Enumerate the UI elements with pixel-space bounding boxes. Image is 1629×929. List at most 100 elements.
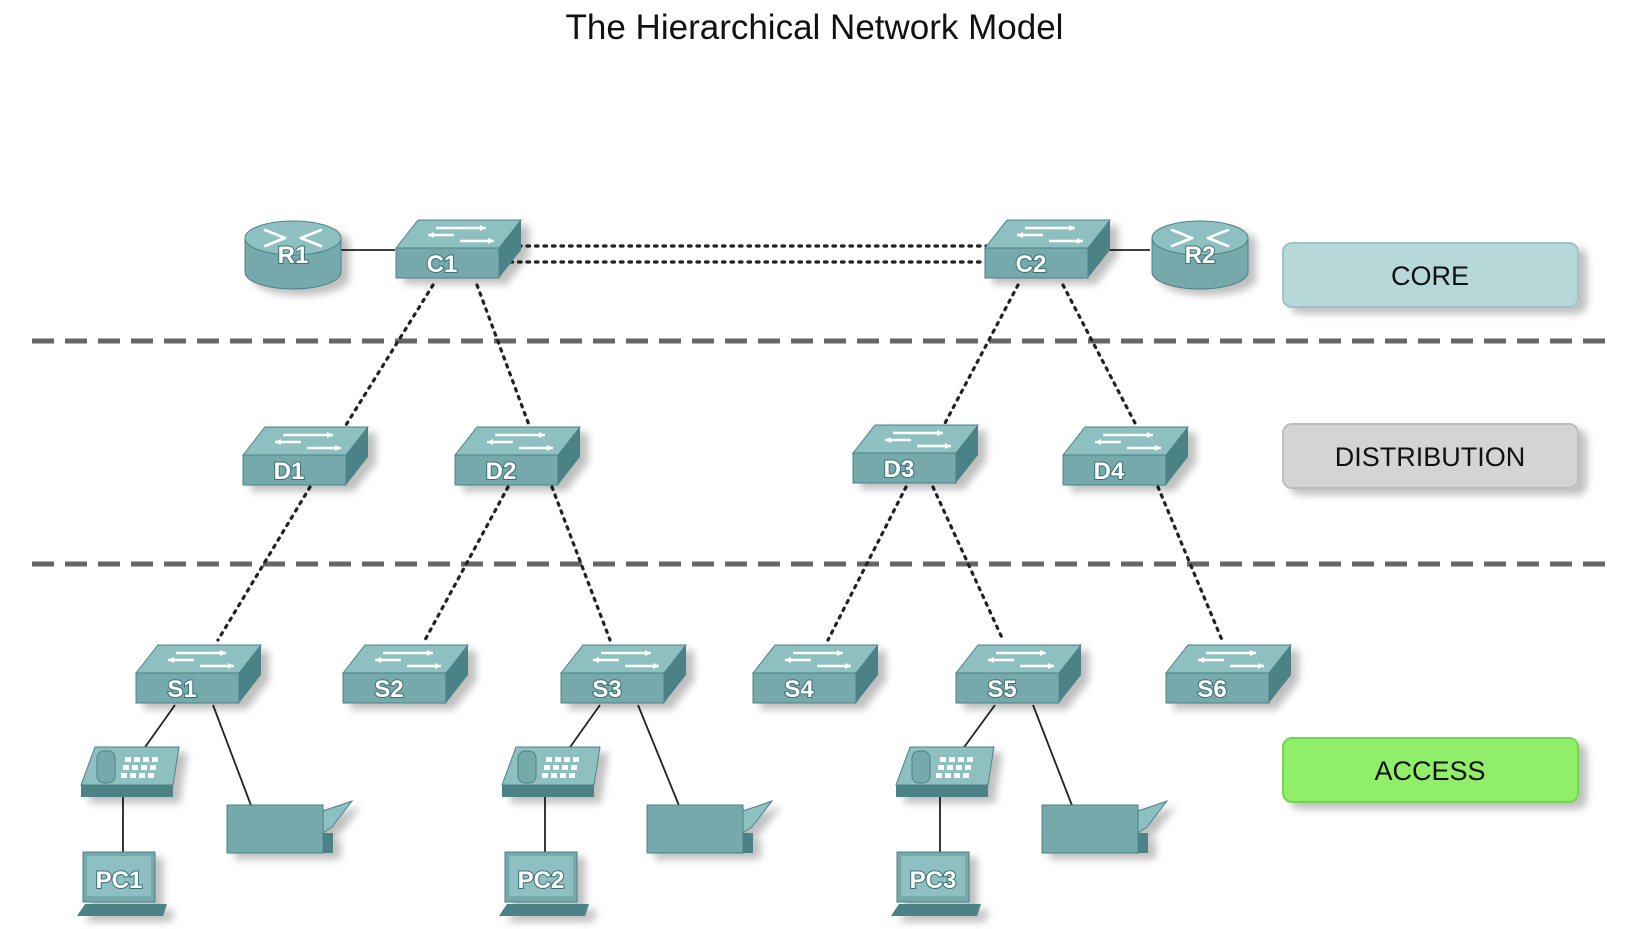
switch-s2[interactable]: S2 <box>341 644 470 704</box>
link-c1-c2 <box>508 244 992 264</box>
switch-s6-label: S6 <box>1197 676 1226 703</box>
printer-2[interactable] <box>646 799 774 854</box>
switch-s1-top <box>134 644 263 674</box>
switch-s6-top <box>1164 644 1293 674</box>
layer-access-label: ACCESS <box>1374 756 1485 786</box>
switch-s5-side <box>1059 645 1081 703</box>
router-r1[interactable]: R1 <box>244 220 342 290</box>
layer-distribution-label: DISTRIBUTION <box>1335 442 1526 472</box>
layer-access: ACCESS <box>1282 737 1579 803</box>
link-c2-d4 <box>1061 283 1138 427</box>
printer-3-body <box>1041 804 1139 854</box>
diagram-title: The Hierarchical Network Model <box>565 8 1064 47</box>
printer-1[interactable] <box>226 799 354 854</box>
switch-d2-arrows-icon <box>487 432 553 451</box>
switch-d3-arrows-icon <box>885 430 951 449</box>
switch-c2-top <box>983 219 1112 249</box>
switch-c1-front <box>395 247 500 279</box>
router-r1-label: R1 <box>278 242 309 269</box>
switch-s5-front <box>955 672 1060 704</box>
switch-c2-arrows-icon <box>1017 225 1083 244</box>
switch-d2-label: D2 <box>486 458 517 485</box>
switch-c1[interactable]: C1 <box>394 219 523 279</box>
router-r2[interactable]: R2 <box>1151 220 1249 290</box>
switch-s4[interactable]: S4 <box>751 644 880 704</box>
link-c1-d1 <box>344 283 435 427</box>
switch-d4-arrows-icon <box>1095 432 1161 451</box>
ip-phone-3-handset <box>911 750 931 784</box>
pc-pc3-keyboard <box>891 904 981 916</box>
switch-s2-label: S2 <box>374 676 403 703</box>
switch-s3-label: S3 <box>592 676 621 703</box>
switch-d3-top <box>851 424 980 454</box>
printer-1-body <box>226 804 324 854</box>
link-d4-s6 <box>1156 485 1224 642</box>
switch-d1-label: D1 <box>274 458 305 485</box>
switch-s2-top <box>341 644 470 674</box>
pc-pc3-screen <box>901 856 965 896</box>
printer-2-side <box>743 833 753 853</box>
switch-s4-side <box>856 645 878 703</box>
switch-d4[interactable]: D4 <box>1061 426 1190 486</box>
switch-s2-arrows-icon <box>375 650 441 669</box>
pc-pc2[interactable]: PC2 <box>499 851 589 916</box>
switch-d4-side <box>1166 427 1188 485</box>
switch-c1-label: C1 <box>427 251 458 278</box>
link-d2-s2 <box>423 485 510 642</box>
ip-phone-3[interactable] <box>895 746 995 797</box>
ip-phone-3-top <box>895 746 995 786</box>
switch-s4-front <box>752 672 857 704</box>
switch-s1-front <box>135 672 240 704</box>
switch-c2[interactable]: C2 <box>983 219 1112 279</box>
switch-d1-front <box>242 454 347 486</box>
pc-pc1-label: PC1 <box>96 867 143 894</box>
switch-s3-side <box>664 645 686 703</box>
switch-s3-top <box>559 644 688 674</box>
link-d2-s3 <box>550 485 612 642</box>
pc-pc3[interactable]: PC3 <box>891 851 981 916</box>
switch-d2[interactable]: D2 <box>453 426 582 486</box>
router-r1-top <box>244 220 342 256</box>
switch-s6[interactable]: S6 <box>1164 644 1293 704</box>
ip-phone-2-handset <box>517 750 537 784</box>
ip-phone-1[interactable] <box>80 746 180 797</box>
printer-3[interactable] <box>1041 799 1169 854</box>
switch-s1[interactable]: S1 <box>134 644 263 704</box>
pc-pc1-keyboard <box>77 904 167 916</box>
switch-s5[interactable]: S5 <box>954 644 1083 704</box>
switch-d1[interactable]: D1 <box>241 426 370 486</box>
ip-phone-2-base <box>502 785 594 797</box>
layer-access-box <box>1282 737 1579 803</box>
switch-d3[interactable]: D3 <box>851 424 980 484</box>
printer-2-tray <box>742 799 774 834</box>
layer-distribution: DISTRIBUTION <box>1282 423 1579 489</box>
switch-s1-side <box>239 645 261 703</box>
switch-d3-front <box>852 452 957 484</box>
pc-pc1[interactable]: PC1 <box>77 851 167 916</box>
switch-s6-arrows-icon <box>1198 650 1264 669</box>
switch-s2-side <box>446 645 468 703</box>
switch-d3-label: D3 <box>884 456 915 483</box>
layer-core-label: CORE <box>1391 261 1469 291</box>
switch-c1-arrows-icon <box>428 225 494 244</box>
layer-distribution-box <box>1282 423 1579 489</box>
switch-d4-label: D4 <box>1094 458 1125 485</box>
switch-c1-side <box>499 220 521 278</box>
ip-phone-2[interactable] <box>501 746 601 797</box>
link-s1-phone1 <box>142 704 176 751</box>
link-s3-printer2 <box>637 704 681 809</box>
link-s5-phone3 <box>961 704 996 751</box>
switch-c2-side <box>1088 220 1110 278</box>
pc-pc2-label: PC2 <box>518 867 565 894</box>
link-c1-d2 <box>475 283 531 427</box>
switch-d2-front <box>454 454 559 486</box>
printer-3-side <box>1138 833 1148 853</box>
switch-d2-side <box>558 427 580 485</box>
switch-s3[interactable]: S3 <box>559 644 688 704</box>
ip-phone-3-keypad <box>936 757 973 778</box>
pc-pc1-screen <box>87 856 151 896</box>
ip-phone-2-keypad <box>542 757 579 778</box>
ip-phone-2-top <box>501 746 601 786</box>
switch-s5-arrows-icon <box>988 650 1054 669</box>
